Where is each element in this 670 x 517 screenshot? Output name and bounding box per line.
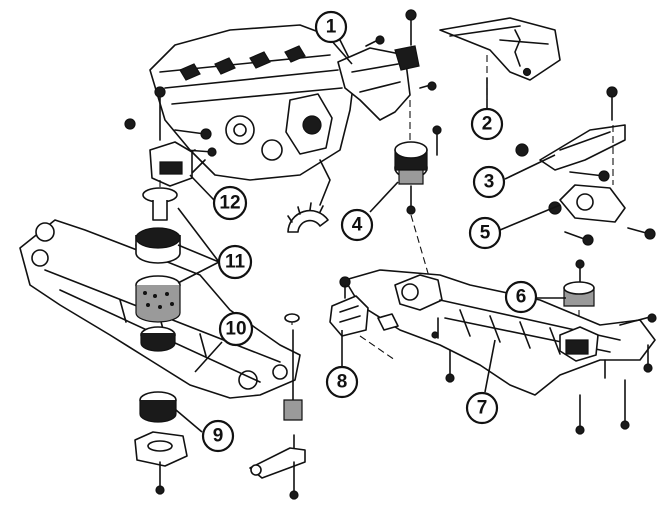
svg-text:8: 8 [337, 372, 348, 393]
svg-text:2: 2 [482, 114, 493, 135]
svg-text:7: 7 [477, 398, 488, 419]
svg-text:9: 9 [213, 426, 224, 447]
callout-9: 9 [201, 419, 235, 453]
svg-text:3: 3 [484, 172, 495, 193]
lower-rear-mount [134, 391, 188, 495]
callout-3: 3 [472, 165, 506, 199]
svg-text:4: 4 [352, 215, 363, 236]
svg-text:11: 11 [225, 252, 246, 273]
body-bracket [439, 17, 561, 100]
callout-7: 7 [465, 391, 499, 425]
callout-8: 8 [325, 365, 359, 399]
engine-block [149, 24, 356, 233]
svg-text:6: 6 [516, 287, 527, 308]
callout-leaders [175, 39, 566, 433]
upper-mount-bracket [337, 9, 437, 121]
svg-text:1: 1 [326, 17, 337, 38]
center-engine-mount [394, 100, 442, 281]
right-mount-brackets [515, 86, 656, 246]
svg-text:10: 10 [225, 319, 246, 340]
subframe-mount-block [329, 276, 399, 361]
callout-11: 11 [217, 244, 253, 280]
callout-12: 12 [212, 185, 248, 221]
svg-text:5: 5 [480, 223, 491, 244]
callout-5: 5 [468, 216, 502, 250]
lower-right-mount [563, 259, 595, 340]
front-subframe [344, 269, 657, 435]
rear-mount-stack [124, 86, 217, 352]
callout-2: 2 [470, 107, 504, 141]
callout-10: 10 [218, 311, 254, 347]
rear-link-and-bolts [249, 313, 306, 500]
svg-text:12: 12 [219, 193, 240, 214]
callout-1: 1 [314, 10, 348, 44]
callout-4: 4 [340, 208, 374, 242]
callout-6: 6 [504, 280, 538, 314]
